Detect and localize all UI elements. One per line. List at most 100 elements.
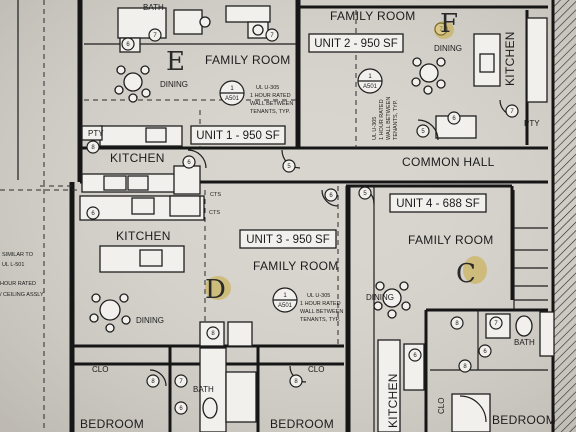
room-family-u4: FAMILY ROOM <box>408 233 494 247</box>
room-kitchen-u2: KITCHEN <box>503 31 517 86</box>
svg-text:/ CEILING ASSLY: / CEILING ASSLY <box>0 292 44 298</box>
room-family-u2: FAMILY ROOM <box>330 9 416 23</box>
svg-text:WALL BETWEEN: WALL BETWEEN <box>250 101 293 107</box>
svg-text:8: 8 <box>463 364 467 370</box>
room-dining-u3: DINING <box>136 316 164 325</box>
left-margin-note: SIMILAR TO UL L-501 HOUR RATED / CEILING… <box>0 252 44 298</box>
kitchen-island-unit3 <box>79 195 205 273</box>
section-callout-u3: 1 A501 <box>272 287 298 313</box>
svg-text:WALL BETWEEN: WALL BETWEEN <box>386 97 392 140</box>
svg-text:7: 7 <box>494 321 498 327</box>
svg-text:A501: A501 <box>363 84 378 90</box>
unit-label-3: UNIT 3 - 950 SF <box>239 229 337 249</box>
svg-text:TENANTS, TYP.: TENANTS, TYP. <box>300 317 341 323</box>
kitchen-cabinets-unit1 <box>81 125 201 195</box>
svg-text:7: 7 <box>270 33 274 39</box>
room-clo-mid: CLO <box>308 365 324 374</box>
room-dining-u1: DINING <box>160 80 188 89</box>
room-bath-top: BATH <box>143 3 164 12</box>
room-bedroom-mid: BEDROOM <box>270 417 334 431</box>
unit-label-1: UNIT 1 - 950 SF <box>190 125 286 145</box>
room-kitchen-u4: KITCHEN <box>386 373 400 428</box>
unit-letter-e: E <box>166 47 185 77</box>
svg-text:1 HOUR RATED: 1 HOUR RATED <box>379 99 385 140</box>
svg-text:1: 1 <box>283 293 287 299</box>
room-bath-u3: BATH <box>193 385 214 394</box>
kitchen-cabinets-unit2 <box>435 17 548 139</box>
label-cts-u3: CTS <box>209 210 220 216</box>
room-clo-left: CLO <box>92 365 108 374</box>
wall-note-vertical: UL U-305 1 HOUR RATED WALL BETWEEN TENAN… <box>372 97 399 140</box>
label-cts-u1: CTS <box>210 192 221 198</box>
svg-text:UL U-305: UL U-305 <box>256 85 279 91</box>
paper-stains <box>205 21 487 300</box>
svg-text:1 HOUR RATED: 1 HOUR RATED <box>250 93 291 99</box>
svg-text:5: 5 <box>287 164 291 170</box>
room-pty-u1: PTY <box>88 129 104 138</box>
room-pty-u2: PTY <box>524 119 540 128</box>
dining-table-unit3 <box>89 293 131 333</box>
svg-text:UNIT 1 - 950 SF: UNIT 1 - 950 SF <box>196 130 280 142</box>
svg-text:7: 7 <box>510 109 514 115</box>
svg-text:8: 8 <box>91 145 95 151</box>
svg-text:6: 6 <box>483 349 487 355</box>
exterior-walls <box>0 0 83 432</box>
unit-letter-c: C <box>456 259 476 289</box>
svg-text:1: 1 <box>368 74 372 80</box>
svg-text:8: 8 <box>455 321 459 327</box>
svg-text:UL U-305: UL U-305 <box>372 117 378 140</box>
room-kitchen-u1: KITCHEN <box>110 151 165 165</box>
bath-fixtures-unit3 <box>199 321 257 432</box>
unit-label-2: UNIT 2 - 950 SF <box>308 33 404 53</box>
unit-label-4: UNIT 4 - 688 SF <box>389 193 487 213</box>
room-kitchen-u3: KITCHEN <box>116 229 171 243</box>
svg-text:UNIT 4 - 688 SF: UNIT 4 - 688 SF <box>396 198 480 210</box>
svg-text:1: 1 <box>230 86 234 92</box>
svg-text:A501: A501 <box>225 96 240 102</box>
svg-text:7: 7 <box>153 33 157 39</box>
svg-text:8: 8 <box>211 331 215 337</box>
svg-text:SIMILAR TO: SIMILAR TO <box>2 252 34 258</box>
svg-text:6: 6 <box>91 211 95 217</box>
room-clo-u4: CLO <box>437 398 446 414</box>
svg-text:6: 6 <box>452 116 456 122</box>
room-dining-u2: DINING <box>434 44 462 53</box>
svg-text:8: 8 <box>151 379 155 385</box>
room-bedroom-left: BEDROOM <box>80 417 144 431</box>
dining-table-unit1 <box>114 65 151 103</box>
svg-text:UL U-305: UL U-305 <box>307 293 330 299</box>
unit-letter-d: D <box>205 275 226 305</box>
section-callout-u1: 1 A501 <box>219 80 245 106</box>
room-bedroom-u4: BEDROOM <box>492 413 556 427</box>
svg-text:HOUR RATED: HOUR RATED <box>0 281 36 287</box>
unit4-fixtures <box>377 311 555 432</box>
dining-table-unit4 <box>373 281 411 319</box>
svg-text:6: 6 <box>329 193 333 199</box>
svg-text:6: 6 <box>187 160 191 166</box>
svg-text:6: 6 <box>179 406 183 412</box>
svg-text:WALL BETWEEN: WALL BETWEEN <box>300 309 343 315</box>
stairs <box>513 190 548 310</box>
unit-letter-f: F <box>440 9 458 39</box>
interior-walls <box>72 0 548 432</box>
svg-text:6: 6 <box>126 42 130 48</box>
svg-text:8: 8 <box>294 379 298 385</box>
svg-text:5: 5 <box>421 129 425 135</box>
svg-text:7: 7 <box>179 379 183 385</box>
svg-text:UNIT 3 - 950 SF: UNIT 3 - 950 SF <box>246 234 330 246</box>
svg-text:6: 6 <box>413 353 417 359</box>
room-common-hall: COMMON HALL <box>402 155 495 169</box>
svg-text:1 HOUR RATED: 1 HOUR RATED <box>300 301 341 307</box>
wall-note-u3: UL U-305 1 HOUR RATED WALL BETWEEN TENAN… <box>300 293 343 323</box>
exterior-wall-hatch <box>553 0 576 432</box>
svg-text:UL L-501: UL L-501 <box>2 262 24 268</box>
room-dining-u4: DINING <box>366 293 394 302</box>
wall-note-u1: UL U-305 1 HOUR RATED WALL BETWEEN TENAN… <box>250 85 293 115</box>
room-family-u3: FAMILY ROOM <box>253 259 339 273</box>
room-bath-u4: BATH <box>514 338 535 347</box>
dining-table-unit2 <box>411 57 446 95</box>
svg-text:TENANTS, TYP.: TENANTS, TYP. <box>393 99 399 140</box>
section-callout-u2: 1 A501 <box>357 68 383 94</box>
svg-text:UNIT 2 - 950 SF: UNIT 2 - 950 SF <box>314 38 398 50</box>
